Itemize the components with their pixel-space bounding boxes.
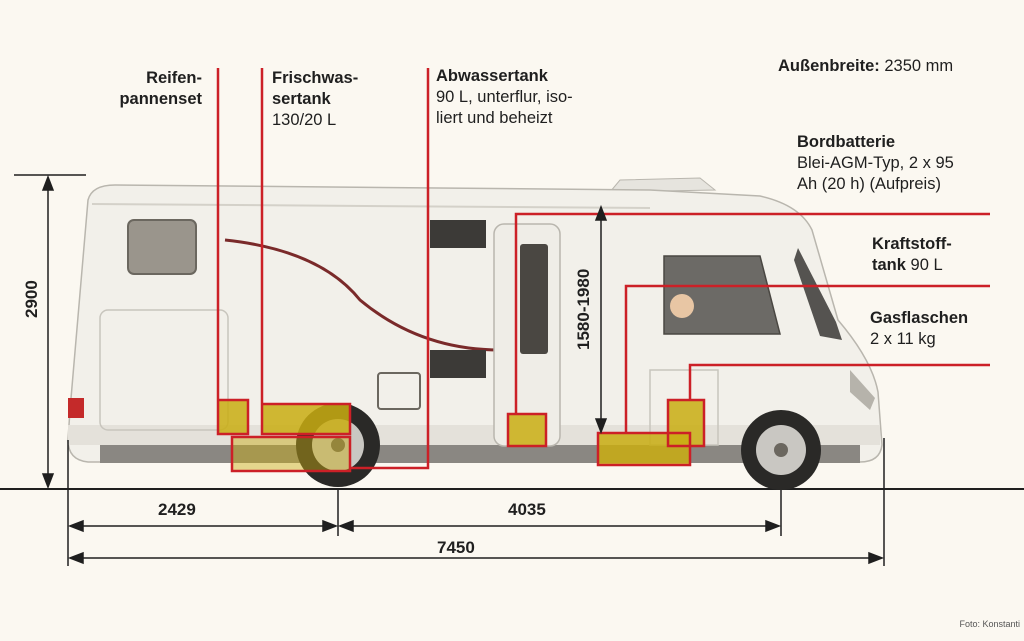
reifen-line1: Reifen-	[146, 69, 202, 87]
decor-swoosh	[224, 238, 501, 352]
component-highlights	[218, 400, 704, 471]
label-kraftstofftank: Kraftstoff- tank 90 L	[872, 234, 952, 276]
driver	[670, 294, 694, 318]
rear-light	[68, 398, 84, 418]
dim-interior-label: 1580-1980	[574, 268, 593, 350]
kraftstoff-value: 90 L	[910, 256, 943, 274]
gasflaschen-title: Gasflaschen	[870, 309, 969, 327]
vent-lower	[430, 350, 486, 378]
windshield	[794, 248, 842, 340]
vent-upper	[430, 220, 486, 248]
kraftstoff-line2: tank	[872, 256, 906, 274]
leader-gasflaschen	[688, 363, 990, 400]
headlight	[850, 370, 875, 410]
leader-gasflaschen-box	[666, 398, 706, 448]
height-arrow-bottom	[41, 473, 55, 490]
frischwasser-value: 130/20 L	[272, 111, 337, 129]
arrow-4035-right	[765, 519, 782, 533]
frischwasser-line1: Frischwas-	[272, 69, 359, 87]
leader-kraftstoff	[624, 284, 990, 433]
aussenbreite-label: Außenbreite:	[778, 57, 880, 75]
abwasser-title: Abwassertank	[436, 67, 548, 85]
aussenbreite-value: 2350 mm	[884, 57, 954, 75]
height-arrow-top	[41, 174, 55, 191]
arrow-7450-right	[868, 551, 885, 565]
leader-abwasser	[350, 68, 430, 470]
arrow-4035-left	[337, 519, 354, 533]
label-aussenbreite: Außenbreite: 2350 mm	[778, 56, 953, 77]
frischwasser-line2: sertank	[272, 90, 331, 108]
dim-4035-label: 4035	[508, 500, 546, 519]
roof-line	[91, 203, 651, 209]
rear-window	[127, 219, 197, 275]
bordbatterie-line2: Ah (20 h) (Aufpreis)	[797, 175, 941, 193]
photo-credit: Foto: Konstanti	[959, 619, 1020, 629]
cab-window	[663, 255, 781, 335]
roof-unit	[608, 177, 717, 193]
leader-bordbatterie	[514, 212, 990, 414]
tyre-kit-box	[218, 400, 248, 434]
arrow-7450-left	[67, 551, 84, 565]
reifen-line2: pannenset	[119, 90, 202, 108]
dim-2429-label: 2429	[158, 500, 196, 519]
gasflaschen-value: 2 x 11 kg	[870, 330, 936, 348]
bordbatterie-line1: Blei-AGM-Typ, 2 x 95	[797, 154, 954, 172]
entry-box	[508, 414, 546, 446]
arrow-2429-right	[322, 519, 339, 533]
freshwater-box	[262, 404, 350, 434]
label-gasflaschen: Gasflaschen 2 x 11 kg	[870, 308, 968, 350]
leader-abwasser-box	[230, 435, 352, 473]
front-wheel	[741, 410, 821, 490]
leader-frischwasser	[260, 68, 352, 436]
abwasser-line2: liert und beheizt	[436, 109, 553, 127]
label-bordbatterie: Bordbatterie Blei-AGM-Typ, 2 x 95 Ah (20…	[797, 132, 954, 195]
cab-door	[649, 369, 719, 446]
interior-arrow-bottom	[594, 418, 608, 435]
motorhome-illustration	[67, 177, 883, 490]
arrow-2429-left	[67, 519, 84, 533]
vehicle-body	[67, 184, 883, 463]
kraftstoff-line1: Kraftstoff-	[872, 235, 952, 253]
garage-door	[99, 309, 229, 431]
leader-reifen	[216, 68, 250, 436]
interior-arrow-top	[594, 204, 608, 221]
gas-box	[668, 400, 704, 446]
wastewater-box	[232, 437, 350, 471]
dim-height-label: 2900	[22, 280, 41, 318]
label-frischwassertank: Frischwas- sertank 130/20 L	[272, 68, 358, 131]
dim-7450-label: 7450	[437, 538, 475, 557]
bordbatterie-title: Bordbatterie	[797, 133, 896, 151]
door-window	[520, 244, 548, 354]
leader-lines	[216, 68, 990, 473]
dimension-lines	[14, 174, 885, 566]
abwasser-line1: 90 L, unterflur, iso-	[436, 88, 573, 106]
leader-bordbatterie-box	[506, 412, 548, 448]
label-abwassertank: Abwassertank 90 L, unterflur, iso- liert…	[436, 66, 573, 129]
service-hatch	[377, 372, 421, 410]
leader-kraftstoff-box	[596, 431, 692, 467]
label-reifenpannenset: Reifen- pannenset	[96, 68, 202, 110]
